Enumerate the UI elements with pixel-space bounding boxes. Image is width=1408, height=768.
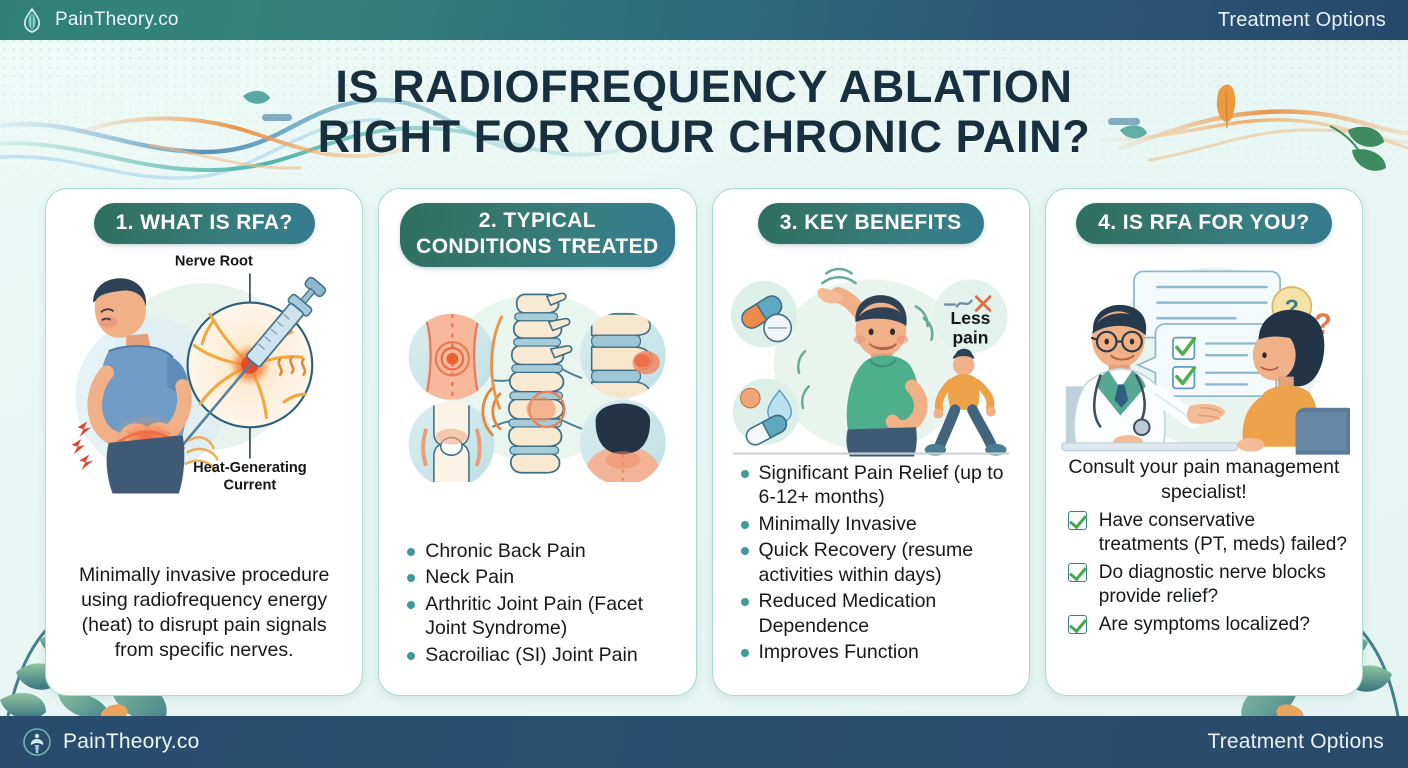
list-item: Chronic Back Pain [405, 539, 679, 564]
checklist-item-label: Have conservative treatments (PT, meds) … [1098, 509, 1347, 555]
list-item: Are symptoms localized? [1067, 613, 1348, 637]
card-3-heading: 3. KEY BENEFITS [757, 203, 984, 244]
footer-brand[interactable]: PainTheory.co [22, 727, 199, 757]
pills-icon-circle [730, 281, 797, 348]
header-brand[interactable]: PainTheory.co [20, 7, 179, 33]
card-3-bullet-list: Significant Pain Relief (up to 6-12+ mon… [725, 461, 1017, 667]
checklist-item-label: Are symptoms localized? [1098, 613, 1310, 635]
walking-person [924, 348, 1007, 456]
label-heat-generating-current-1: Heat-Generating [193, 460, 307, 476]
title-line-2: RIGHT FOR YOUR CHRONIC PAIN? [317, 111, 1091, 162]
list-item: Minimally Invasive [739, 512, 1013, 537]
checkbox-icon [1067, 562, 1087, 582]
card-1-heading: 1. WHAT IS RFA? [93, 203, 315, 244]
pills-droplet-icon-circle [732, 378, 799, 446]
card-typical-conditions-treated[interactable]: 2. TYPICAL CONDITIONS TREATED [378, 188, 697, 696]
card-is-rfa-for-you[interactable]: 4. IS RFA FOR YOU? [1044, 188, 1363, 696]
less-pain-badge: Less pain [932, 279, 1008, 354]
card-key-benefits[interactable]: 3. KEY BENEFITS [711, 188, 1030, 696]
label-nerve-root: Nerve Root [175, 254, 253, 270]
card-2-illustration [391, 273, 683, 483]
title-line-1: IS RADIOFREQUENCY ABLATION [335, 61, 1073, 112]
footer-right-label: Treatment Options [1207, 730, 1384, 753]
card-4-lead: Consult your pain management specialist! [1068, 455, 1340, 503]
active-man-stretching-with-pills-and-less-pain-badge: Less pain [730, 267, 1009, 457]
neck-circle [580, 399, 666, 483]
checkbox-icon [1067, 510, 1087, 530]
card-2-bullet-list: Chronic Back Pain Neck Pain Arthritic Jo… [391, 539, 683, 670]
less-pain-badge-line-2: pain [952, 328, 988, 348]
top-bar: PainTheory.co Treatment Options [0, 0, 1408, 40]
card-what-is-rfa[interactable]: 1. WHAT IS RFA? [45, 188, 364, 696]
less-pain-badge-line-1: Less [950, 308, 990, 328]
doctor-figure [1065, 304, 1226, 451]
cards-row: 1. WHAT IS RFA? [0, 188, 1408, 696]
card-2-heading-line-1: 2. TYPICAL [478, 209, 596, 232]
list-item: Significant Pain Relief (up to 6-12+ mon… [739, 461, 1013, 510]
card-2-heading: 2. TYPICAL CONDITIONS TREATED [400, 203, 675, 267]
checkbox-icon [1067, 614, 1087, 634]
bottom-bar: PainTheory.co Treatment Options [0, 716, 1408, 768]
knee-joint-circle [408, 401, 495, 483]
stretching-man [796, 267, 933, 457]
vertebrae-circle [580, 311, 666, 398]
footer-brand-text: PainTheory.co [63, 730, 200, 753]
spine-column [481, 292, 573, 474]
header-right-label: Treatment Options [1217, 8, 1386, 31]
card-1-illustration: Nerve Root [58, 250, 350, 494]
card-1-body: Minimally invasive procedure using radio… [78, 564, 330, 661]
leaf-logo-icon [24, 7, 40, 33]
circle-person-logo-icon [23, 728, 51, 756]
glasses-icon [1090, 330, 1143, 353]
list-item: Arthritic Joint Pain (Facet Joint Syndro… [405, 592, 679, 641]
list-item: Do diagnostic nerve blocks provide relie… [1067, 561, 1348, 609]
card-3-illustration: Less pain [725, 250, 1017, 457]
card-2-heading-line-2: CONDITIONS TREATED [416, 235, 659, 258]
patient-figure [1236, 309, 1350, 455]
lower-back-circle [408, 313, 495, 400]
card-4-heading: 4. IS RFA FOR YOU? [1076, 203, 1332, 244]
person-with-back-pain [71, 278, 219, 494]
doctor-consulting-patient-with-checklist-speech-bubbles: ? ? [1060, 267, 1350, 455]
list-item: Neck Pain [405, 565, 679, 590]
page-title: IS RADIOFREQUENCY ABLATION RIGHT FOR YOU… [0, 62, 1408, 162]
list-item: Improves Function [739, 640, 1013, 665]
list-item: Have conservative treatments (PT, meds) … [1067, 509, 1348, 557]
list-item: Reduced Medication Dependence [739, 589, 1013, 638]
label-heat-generating-current-2: Current [224, 478, 277, 494]
man-with-lower-back-pain-and-syringe-nerve-closeup: Nerve Root [71, 254, 327, 494]
header-brand-text: PainTheory.co [55, 9, 179, 30]
pain-bolt-icon [71, 421, 94, 471]
spine-and-joint-condition-circles [408, 292, 666, 483]
card-4-checklist: Have conservative treatments (PT, meds) … [1058, 509, 1350, 641]
card-4-illustration: ? ? [1058, 250, 1350, 455]
list-item: Sacroiliac (SI) Joint Pain [405, 643, 679, 668]
checklist-item-label: Do diagnostic nerve blocks provide relie… [1098, 561, 1326, 607]
list-item: Quick Recovery (resume activities within… [739, 538, 1013, 587]
